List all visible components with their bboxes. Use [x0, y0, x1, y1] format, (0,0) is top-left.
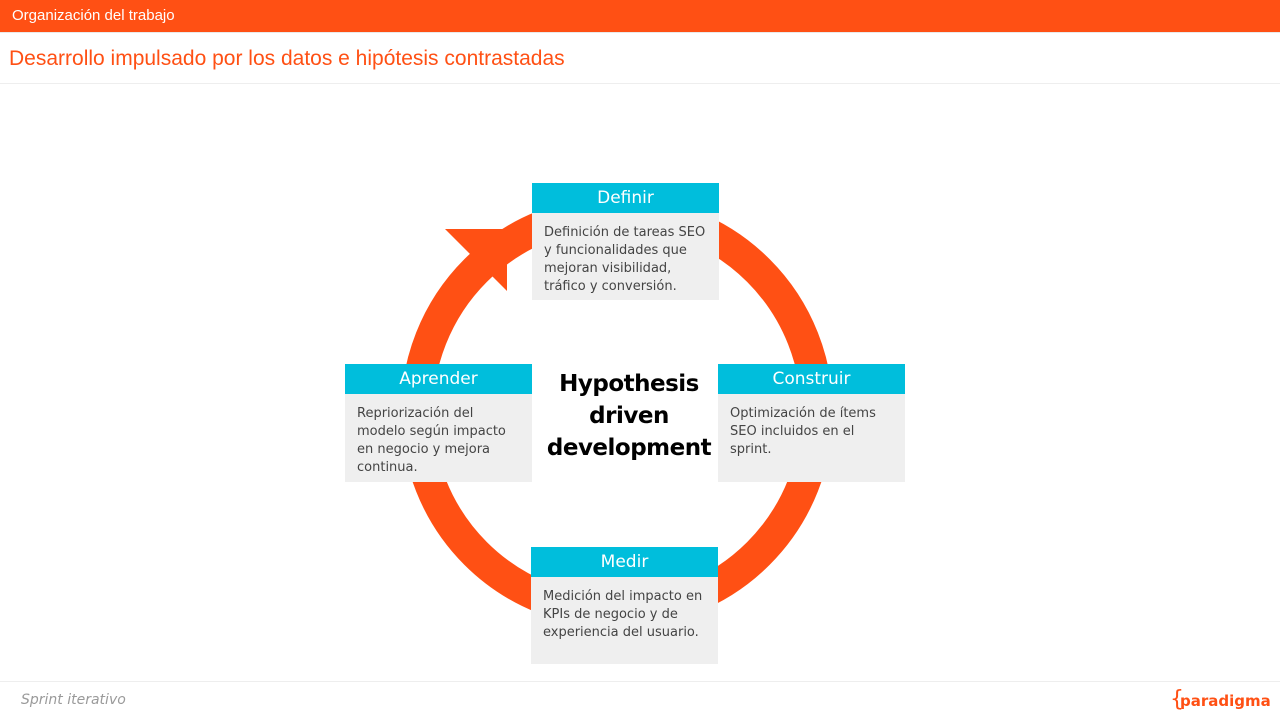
- step-medir-title: Medir: [531, 547, 718, 577]
- section-bar: Organización del trabajo: [0, 0, 1280, 32]
- step-medir-body: Medición del impacto en KPIs de negocio …: [543, 589, 703, 640]
- title-bar: Desarrollo impulsado por los datos e hip…: [0, 33, 1280, 84]
- page-title: Desarrollo impulsado por los datos e hip…: [9, 47, 565, 70]
- logo-word: paradigma: [1180, 692, 1271, 710]
- center-line-1: Hypothesis: [559, 371, 699, 397]
- step-construir-body: Optimización de ítems SEO incluidos en e…: [730, 406, 876, 457]
- logo-brace-icon: {: [1170, 687, 1184, 712]
- step-aprender-title: Aprender: [345, 364, 532, 394]
- step-definir: Definir Definición de tareas SEO y funci…: [532, 183, 719, 300]
- footer-text: Sprint iterativo: [21, 692, 126, 708]
- step-construir: Construir Optimización de ítems SEO incl…: [718, 364, 905, 482]
- step-definir-title: Definir: [532, 183, 719, 213]
- center-label: Hypothesis driven development: [540, 368, 718, 464]
- step-construir-title: Construir: [718, 364, 905, 394]
- header-divider: [0, 32, 1280, 33]
- step-medir: Medir Medición del impacto en KPIs de ne…: [531, 547, 718, 664]
- paradigma-logo: { paradigma: [1170, 687, 1271, 714]
- cycle-arrow-icon: [445, 229, 507, 291]
- section-title: Organización del trabajo: [12, 7, 175, 24]
- step-aprender-body: Repriorización del modelo según impacto …: [357, 406, 506, 475]
- step-definir-body: Definición de tareas SEO y funcionalidad…: [544, 225, 706, 294]
- center-line-3: development: [546, 435, 712, 461]
- step-aprender: Aprender Repriorización del modelo según…: [345, 364, 532, 482]
- center-line-2: driven: [589, 403, 669, 429]
- footer-divider: [0, 681, 1280, 682]
